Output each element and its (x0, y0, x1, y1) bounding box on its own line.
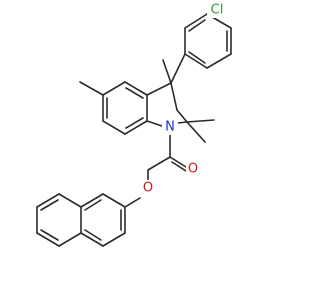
bond (146, 82, 172, 96)
bond (188, 19, 206, 32)
bond (102, 120, 126, 135)
bond (102, 81, 126, 96)
bond (125, 117, 144, 129)
bond (80, 232, 104, 247)
bond (186, 119, 215, 123)
bond (186, 121, 206, 143)
atom-label-layer: Cl N O O (141, 2, 225, 196)
atom-n: N (162, 119, 178, 135)
molecule-structure: Cl N O O (36, 2, 232, 247)
atom-cl-label: Cl (211, 3, 224, 18)
bond (84, 199, 102, 211)
bond (169, 156, 187, 168)
bond (146, 120, 163, 127)
bond (171, 161, 187, 172)
molecule-canvas: Cl N O O (36, 2, 232, 247)
bond-layer (36, 9, 232, 247)
atom-cl: Cl (207, 2, 225, 18)
bond (184, 13, 208, 29)
bond (184, 53, 208, 69)
bond (124, 120, 148, 135)
bond (206, 53, 232, 69)
bond (102, 193, 126, 208)
atom-o-ether: O (141, 180, 155, 196)
bond (147, 156, 171, 171)
atom-o-ether-label: O (143, 181, 153, 196)
bond (58, 193, 82, 208)
bond (176, 109, 188, 123)
bond (58, 232, 82, 247)
bond (170, 53, 186, 84)
atom-n-label: N (165, 120, 175, 135)
bond (125, 87, 144, 99)
bond (177, 121, 188, 124)
bond (124, 81, 148, 96)
bond (84, 229, 102, 241)
bond (124, 197, 141, 208)
bond (40, 229, 59, 241)
bond (170, 82, 178, 111)
bond (162, 59, 172, 84)
bond (80, 193, 104, 208)
bond (102, 232, 126, 247)
bond (36, 193, 60, 208)
atom-o-carbonyl: O (186, 161, 200, 177)
bond (36, 232, 60, 247)
bond (188, 51, 206, 64)
atom-o-carbonyl-label: O (188, 162, 198, 177)
bond (40, 199, 59, 211)
bond (79, 81, 104, 96)
